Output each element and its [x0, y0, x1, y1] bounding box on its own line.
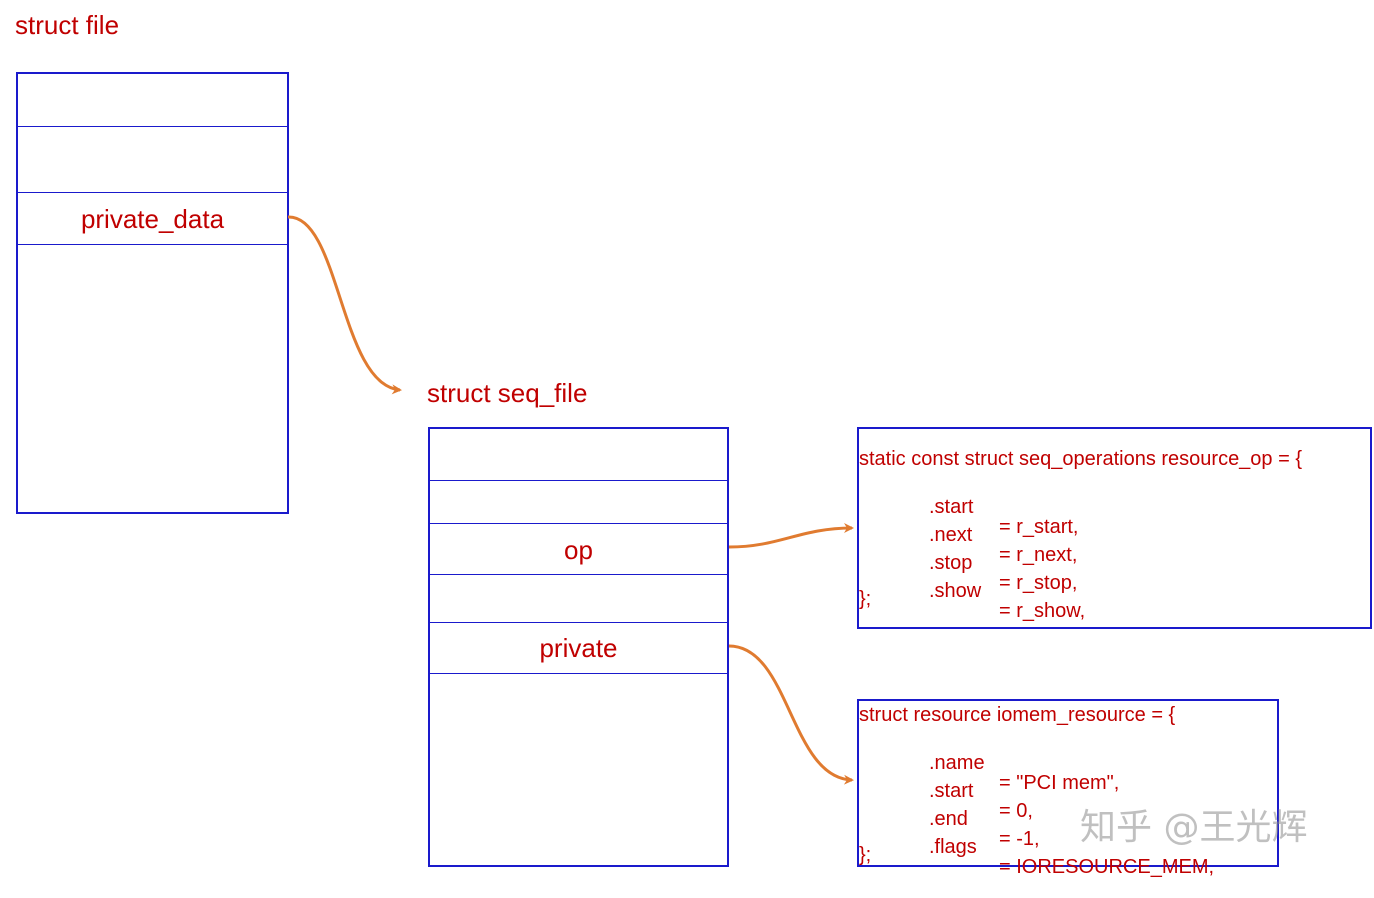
entry-key: .start	[929, 780, 974, 802]
iomem-entry: .start = 0,	[859, 761, 1259, 841]
entry-value: = 0,	[999, 800, 1033, 822]
entry-value: = -1,	[999, 828, 1040, 850]
entry-key: .show	[929, 580, 982, 602]
seq-ops-header: static const struct seq_operations resou…	[859, 448, 1303, 470]
entry-value: = "PCI mem",	[999, 772, 1120, 794]
zhihu-watermark: 知乎 @王光辉	[1080, 807, 1308, 848]
iomem-resource-box: struct resource iomem_resource = { .name…	[857, 699, 1279, 877]
seq-ops-entry: .start = r_start,	[859, 477, 1259, 557]
struct-file-divider	[18, 244, 287, 245]
entry-value: = r_next,	[999, 544, 1078, 566]
struct-file-box: private_data	[16, 72, 289, 514]
iomem-header: struct resource iomem_resource = {	[859, 704, 1176, 726]
seq-file-divider	[430, 622, 727, 623]
iomem-footer: };	[859, 844, 872, 866]
entry-value: = r_start,	[999, 516, 1079, 538]
field-private: private	[539, 633, 618, 663]
field-op: op	[564, 535, 593, 565]
iomem-entry: .flags = IORESOURCE_MEM,	[859, 817, 1259, 897]
arrow-private-to-iomem-resource	[728, 644, 854, 785]
entry-key: .stop	[929, 552, 973, 574]
entry-key: .end	[929, 808, 968, 830]
entry-value: = IORESOURCE_MEM,	[999, 856, 1215, 878]
arrow-op-to-seq-operations	[728, 523, 854, 549]
seq-ops-entry: .next = r_next,	[859, 505, 1259, 585]
entry-key: .next	[929, 524, 973, 546]
seq-ops-footer: };	[859, 588, 872, 610]
iomem-entry: .name = "PCI mem",	[859, 733, 1259, 813]
entry-key: .start	[929, 496, 974, 518]
seq-file-divider	[430, 523, 727, 524]
struct-file-divider	[18, 192, 287, 193]
entry-value: = r_show,	[999, 600, 1086, 622]
field-private-data: private_data	[80, 204, 225, 234]
pointer-arrows	[287, 215, 854, 785]
seq-ops-entry: .stop = r_stop,	[859, 533, 1259, 613]
entry-key: .flags	[929, 836, 977, 858]
struct-seq-file-box: op private	[428, 427, 729, 867]
iomem-entry: .end = -1,	[859, 789, 1259, 869]
arrow-private-data-to-seq-file	[287, 215, 402, 395]
seq-operations-box: static const struct seq_operations resou…	[857, 427, 1372, 629]
struct-seq-file-title: struct seq_file	[427, 378, 588, 408]
struct-file-divider	[18, 126, 287, 127]
seq-file-divider	[430, 480, 727, 481]
entry-key: .name	[929, 752, 985, 774]
struct-file-title: struct file	[15, 10, 120, 40]
seq-ops-entry: .show = r_show,	[859, 561, 1259, 641]
seq-file-divider	[430, 574, 727, 575]
seq-file-divider	[430, 673, 727, 674]
entry-value: = r_stop,	[999, 572, 1078, 594]
